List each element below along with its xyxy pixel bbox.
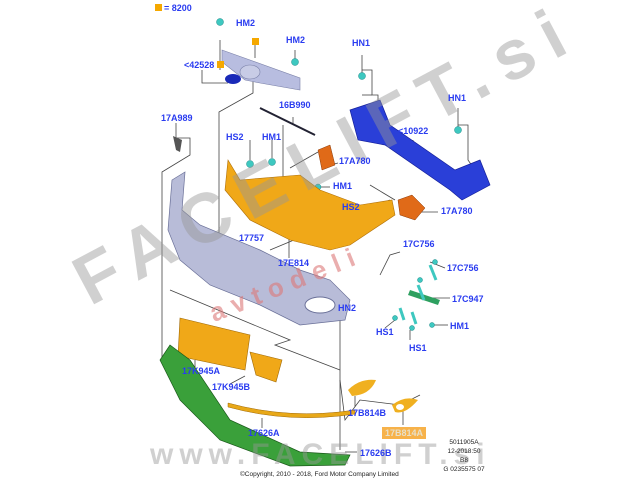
callout-17b814b[interactable]: 17B814B xyxy=(348,408,387,418)
callout-17626b[interactable]: 17626B xyxy=(360,448,392,458)
callout-hm1[interactable]: HM1 xyxy=(333,181,353,191)
copyright: ©Copyright, 2010 - 2018, Ford Motor Comp… xyxy=(240,471,399,478)
callout-hm2[interactable]: HM2 xyxy=(286,35,306,45)
callout-17k945b[interactable]: 17K945B xyxy=(212,382,251,392)
marker-swatch xyxy=(252,38,259,45)
callout-17c947[interactable]: 17C947 xyxy=(452,294,484,304)
ref-line: 5011905A xyxy=(449,439,479,446)
trim-strip-part xyxy=(259,107,316,136)
callout-17c756[interactable]: 17C756 xyxy=(403,239,435,249)
ref-line: B8 xyxy=(460,457,468,464)
callout-hm1[interactable]: HM1 xyxy=(262,132,282,142)
callout-hm1[interactable]: HM1 xyxy=(450,321,470,331)
ref-line: 12-2018:50 xyxy=(447,448,481,455)
ref-line: G 0235575 07 xyxy=(443,466,485,473)
callout-17b814a-highlighted[interactable]: 17B814A xyxy=(382,427,427,439)
callout-17e814[interactable]: 17E814 xyxy=(278,258,310,268)
callout-hm2[interactable]: HM2 xyxy=(236,18,256,28)
callout-17626a[interactable]: 17626A xyxy=(248,428,280,438)
bumper-beam-part xyxy=(349,99,491,201)
callout-17c756[interactable]: 17C756 xyxy=(447,263,479,273)
callout-17a989[interactable]: 17A989 xyxy=(161,113,193,123)
callout-hs2[interactable]: HS2 xyxy=(226,132,244,142)
bumper-cover-part xyxy=(167,171,351,326)
legend-text: = 8200 xyxy=(164,3,192,13)
callout-hn1[interactable]: HN1 xyxy=(448,93,467,103)
callout-hs1[interactable]: HS1 xyxy=(376,327,394,337)
callout-16b990[interactable]: 16B990 xyxy=(279,100,311,110)
ford-badge-part xyxy=(225,74,241,84)
marker-swatch xyxy=(217,61,224,68)
illustration-reference: 5011905A 12-2018:50 B8 G 0235575 07 xyxy=(429,438,499,474)
callout-10922[interactable]: <10922 xyxy=(398,126,429,136)
callout-hs2[interactable]: HS2 xyxy=(342,202,360,212)
callout-42528[interactable]: <42528 xyxy=(184,60,215,70)
callout-17757[interactable]: 17757 xyxy=(239,233,265,243)
callout-17a780[interactable]: 17A780 xyxy=(441,206,473,216)
legend-swatch xyxy=(155,4,162,11)
callout-17k945a[interactable]: 17K945A xyxy=(182,366,221,376)
lower-spoiler-part xyxy=(159,344,351,467)
callout-hs1[interactable]: HS1 xyxy=(409,343,427,353)
grille-part xyxy=(221,49,301,91)
callout-17a780[interactable]: 17A780 xyxy=(339,156,371,166)
callout-hn2[interactable]: HN2 xyxy=(338,303,357,313)
callout-hn1[interactable]: HN1 xyxy=(352,38,371,48)
energy-absorber-part xyxy=(224,159,396,251)
